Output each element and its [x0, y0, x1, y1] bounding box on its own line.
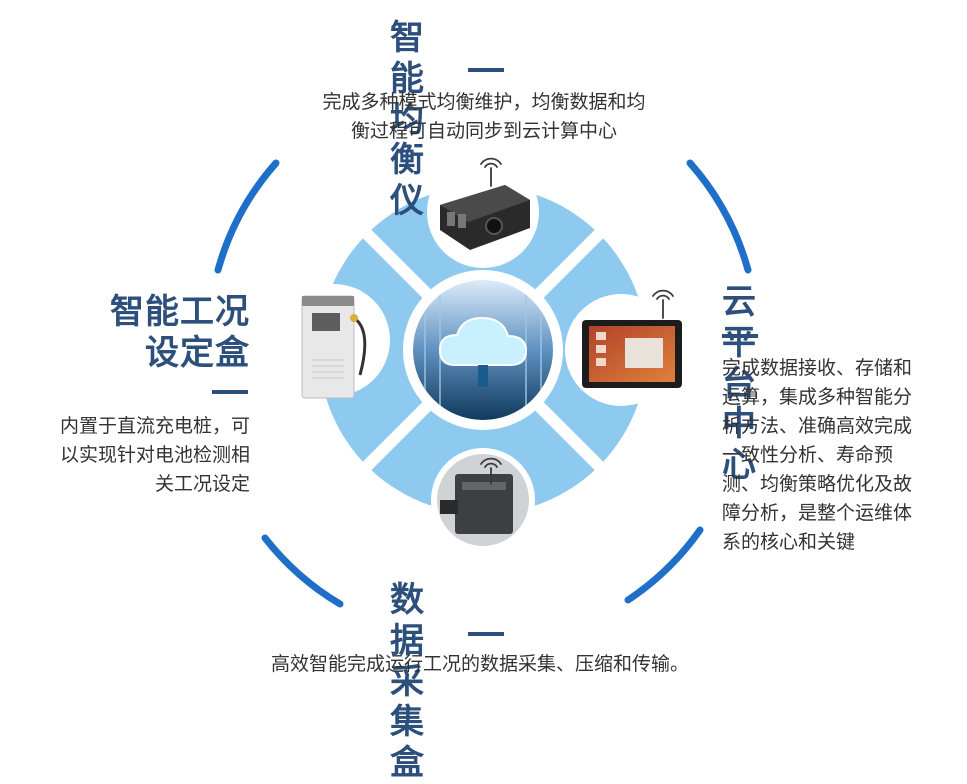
- module-description: 完成数据接收、存储和 运算，集成多种智能分 析方法、准确高效完成 一致性分析、寿…: [722, 357, 913, 553]
- wifi-signal-icon: [480, 457, 502, 485]
- ring-arc-bottom-left: [261, 534, 344, 608]
- title-underline: [468, 632, 504, 636]
- ring-arc-bottom-right: [624, 526, 704, 604]
- ring-arc-top-left: [214, 159, 280, 274]
- title-underline: [212, 390, 248, 394]
- wifi-signal-icon: [480, 157, 502, 187]
- collector-box-icon: [437, 454, 529, 546]
- module-description: 高效智能完成运行工况的数据采集、压缩和传输。: [270, 653, 689, 675]
- module-description: 完成多种模式均衡维护，均衡数据和均 衡过程可自动同步到云计算中心: [322, 91, 646, 142]
- wifi-signal-icon: [652, 289, 674, 319]
- module-title: 智能工况 设定盒: [110, 292, 250, 373]
- ecosystem-diagram: [214, 156, 752, 608]
- module-title: 智能均衡仪: [390, 18, 425, 222]
- balancer-device-icon: [433, 162, 533, 262]
- petal-bottom: [367, 350, 599, 515]
- module-description: 内置于直流充电桩，可 以实现针对电池检测相 关工况设定: [59, 415, 250, 495]
- title-underline: [722, 334, 758, 338]
- touch-panel-icon: [582, 320, 682, 388]
- cloud-icon: [438, 316, 528, 366]
- title-underline: [468, 68, 504, 72]
- center-hub: [413, 280, 553, 420]
- module-title: 数据采集盒: [390, 580, 425, 784]
- charging-pile-icon: [301, 295, 367, 399]
- module-title: 云平台中心: [722, 282, 757, 486]
- ring-arc-top-right: [686, 159, 752, 274]
- outer-ring: [214, 159, 752, 608]
